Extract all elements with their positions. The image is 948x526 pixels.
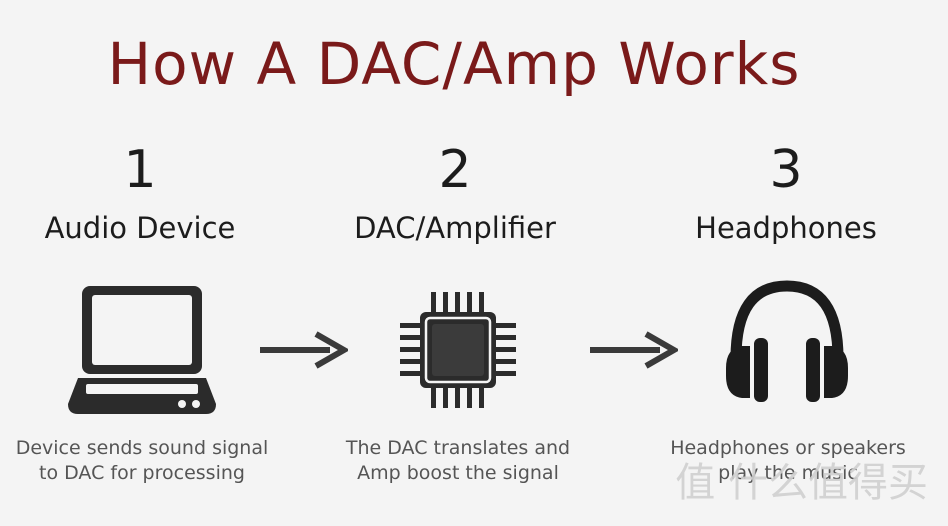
step-dac-amplifier: 2 DAC/Amplifier (305, 140, 605, 246)
step-label: Headphones (695, 211, 877, 245)
step-label: Audio Device (44, 211, 236, 245)
step-label: DAC/Amplifier (354, 211, 556, 245)
step-audio-device: 1 Audio Device (0, 140, 290, 246)
step-number: 1 (123, 140, 157, 200)
step-caption: Device sends sound signal to DAC for pro… (15, 437, 269, 484)
step-caption: The DAC translates and Amp boost the sig… (345, 437, 571, 484)
watermark: 值 什么值得买 (675, 460, 928, 506)
step-number: 3 (769, 140, 803, 200)
arrow-right-icon (260, 331, 348, 369)
step-number: 2 (438, 140, 472, 200)
step-headphones: 3 Headphones (636, 140, 936, 246)
diagram-title: How A DAC/Amp Works (107, 30, 801, 98)
chip-icon (400, 292, 516, 408)
headphones-icon (726, 280, 848, 402)
laptop-icon (68, 286, 216, 414)
step-caption: Headphones or speakers play the music (670, 437, 906, 484)
arrow-right-icon (590, 331, 678, 369)
